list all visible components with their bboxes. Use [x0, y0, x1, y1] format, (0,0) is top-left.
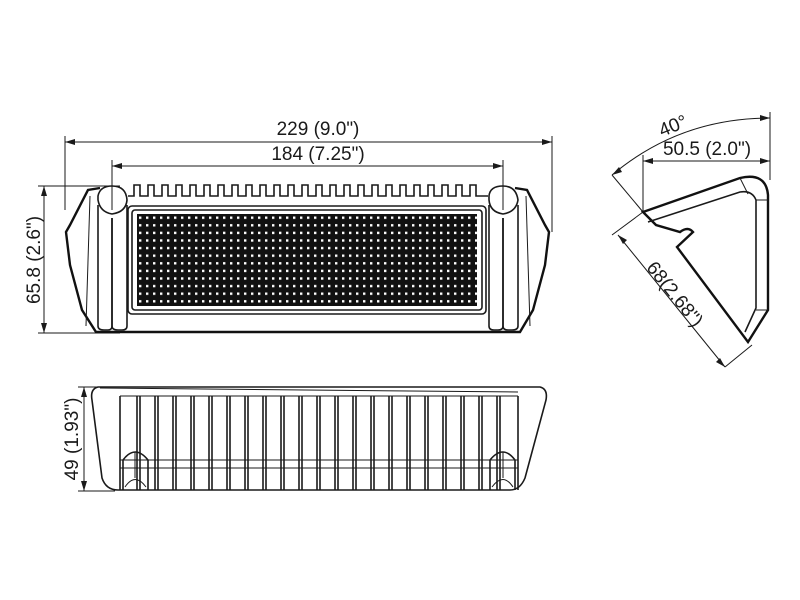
front-view: 229 (9.0") 184 (7.25") 65.8 (2.6")	[24, 119, 553, 334]
heat-sink-fins	[128, 184, 488, 197]
bottom-height-label: 49 (1.93")	[62, 398, 83, 481]
depth-label: 50.5 (2.0")	[663, 139, 751, 160]
cooling-ribs	[136, 396, 501, 490]
overall-width-dimension: 229 (9.0")	[64, 119, 553, 232]
mount-width-dimension: 184 (7.25")	[111, 144, 504, 210]
side-view: 40° 50.5 (2.0") 68(2.68")	[611, 111, 771, 368]
bottom-view: 49 (1.93")	[62, 386, 548, 492]
height-label: 65.8 (2.6")	[24, 216, 45, 304]
left-bracket-foot	[122, 451, 149, 490]
left-mount-bracket	[85, 185, 128, 331]
housing	[64, 184, 551, 334]
depth-dimension: 50.5 (2.0")	[642, 139, 770, 212]
side-profile	[640, 175, 770, 345]
diagonal-dimension: 68(2.68")	[611, 174, 753, 368]
led-grid	[137, 214, 477, 306]
diagonal-label: 68(2.68")	[642, 258, 707, 331]
right-mount-bracket	[488, 185, 531, 331]
led-panel	[127, 205, 487, 315]
bottom-body	[90, 386, 548, 491]
bottom-height-dimension: 49 (1.93")	[62, 386, 115, 492]
right-bracket-foot	[489, 451, 516, 490]
height-dimension: 65.8 (2.6")	[24, 185, 120, 334]
mount-width-label: 184 (7.25")	[271, 144, 364, 165]
angle-label: 40°	[656, 111, 691, 141]
overall-width-label: 229 (9.0")	[277, 119, 360, 140]
